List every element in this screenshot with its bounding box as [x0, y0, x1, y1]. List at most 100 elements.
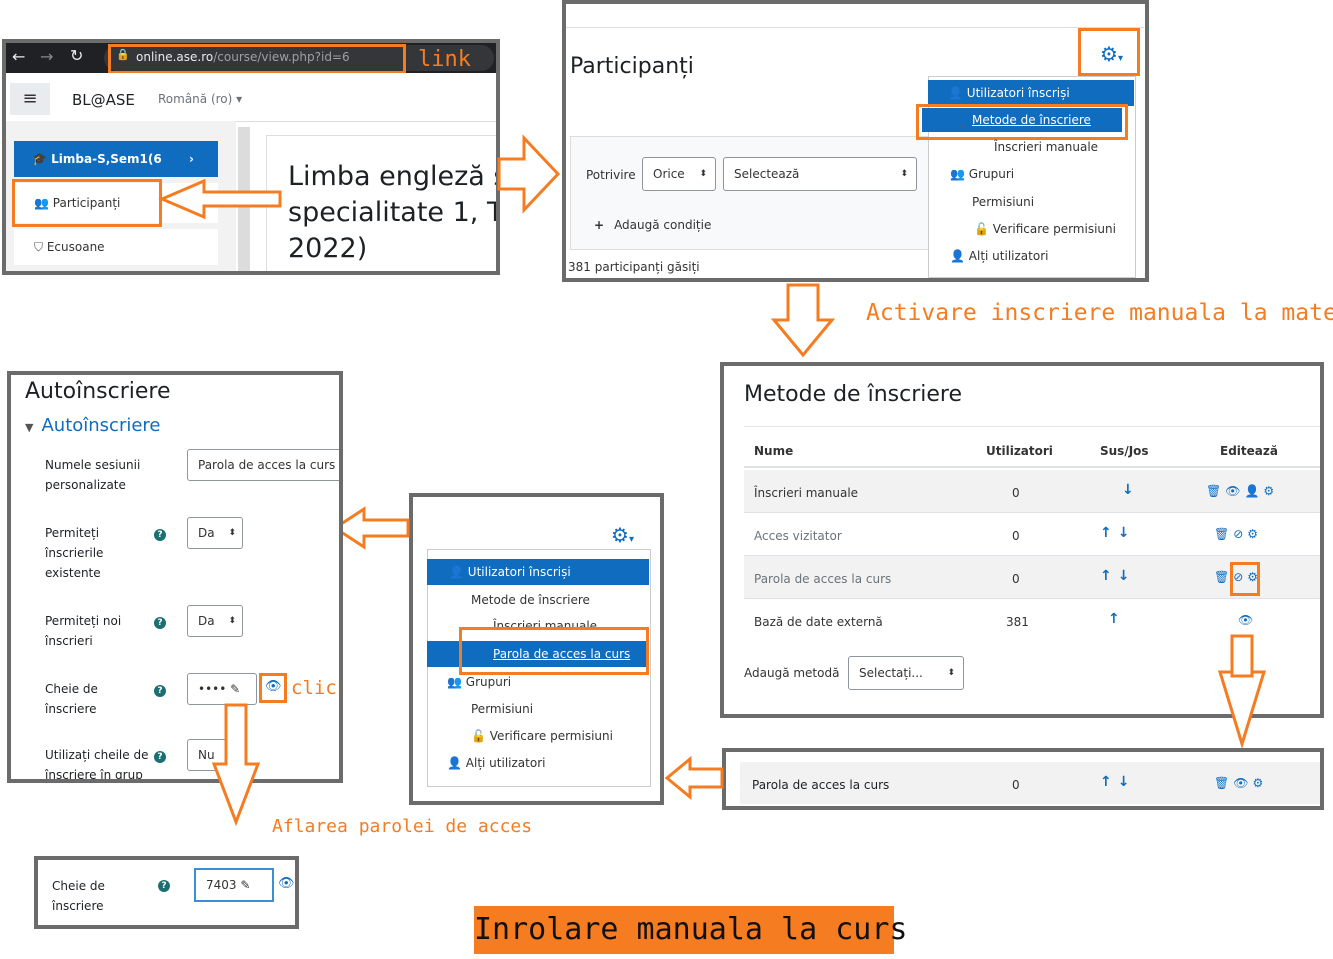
arrow-up-down-icons[interactable]: ↑↓: [1100, 568, 1136, 584]
arrow-up-down-icons[interactable]: ↑↓: [1100, 774, 1136, 790]
hamburger-menu-button[interactable]: ≡: [10, 83, 50, 115]
unlock-icon: 🔓: [974, 222, 989, 236]
participants-count: 381 participanți găsiți: [568, 260, 700, 274]
menu-groups[interactable]: 👥 Grupuri: [950, 167, 1014, 181]
reload-icon[interactable]: ↻: [70, 46, 84, 65]
shield-icon: ⛉: [34, 240, 44, 254]
menu-check-permissions-label: Verificare permisiuni: [489, 729, 613, 743]
url-path: /course/view.php?id=6: [213, 50, 350, 64]
language-menu[interactable]: Română ‎(ro)‎ ▾: [158, 92, 243, 106]
gear-icon[interactable]: ⚙: [1247, 570, 1263, 584]
menu-manual-enrolments[interactable]: Înscrieri manuale: [994, 140, 1099, 154]
menu-groups[interactable]: 👥 Grupuri: [447, 675, 511, 689]
back-icon[interactable]: ←: [12, 47, 26, 66]
select-caret-icon: ⬍: [900, 169, 908, 179]
address-bar[interactable]: [104, 45, 494, 71]
enrolment-key-label: Cheie de înscriere: [45, 682, 98, 716]
match-select[interactable]: Orice⬍: [642, 157, 716, 191]
eye-icon[interactable]: 👁: [1225, 484, 1245, 498]
group-key-value: Nu: [198, 748, 215, 762]
gear-icon[interactable]: ⚙: [1247, 527, 1263, 541]
add-method-select[interactable]: Selectați...⬍: [848, 656, 964, 690]
arrow-to-participants-page: [497, 134, 561, 214]
forward-icon[interactable]: →: [40, 47, 54, 66]
edit-actions[interactable]: 🗑⊘⚙: [1214, 527, 1262, 541]
nav-item-badges[interactable]: ⛉ Ecusoane: [14, 229, 218, 265]
header-updown: Sus/Jos: [1100, 444, 1149, 458]
menu-enrolment-methods[interactable]: Metode de înscriere: [471, 593, 590, 607]
gear-highlight: [1078, 28, 1140, 76]
menu-enrolment-methods[interactable]: Metode de înscriere: [922, 108, 1122, 132]
edit-actions[interactable]: 🗑👁⚙: [1214, 776, 1267, 790]
help-icon[interactable]: ?: [154, 685, 166, 697]
enrolment-key-input[interactable]: •••• ✎: [187, 673, 257, 705]
trash-icon[interactable]: 🗑: [1214, 527, 1234, 541]
filter-select[interactable]: Selectează⬍: [723, 157, 917, 191]
allow-existing-select[interactable]: Da⬍: [187, 517, 243, 549]
menu-check-permissions[interactable]: 🔓 Verificare permisiuni: [974, 222, 1116, 236]
menu-enrolled-users[interactable]: 👤 Utilizatori înscriși: [427, 559, 649, 585]
help-icon[interactable]: ?: [154, 617, 166, 629]
arrow-up-icon[interactable]: ↑: [1108, 611, 1120, 627]
enrolment-methods-highlight: [916, 104, 1128, 140]
eye-icon[interactable]: 👁: [278, 876, 295, 891]
user-plus-icon[interactable]: 👤: [1244, 484, 1264, 498]
menu-enrolled-users-label: Utilizatori înscriși: [966, 86, 1070, 100]
help-icon[interactable]: ?: [158, 880, 170, 892]
gear-menu-button[interactable]: ⚙▾: [1100, 42, 1123, 66]
enrolment-key-value: 7403: [206, 878, 237, 892]
menu-permissions[interactable]: Permisiuni: [471, 702, 534, 716]
trash-icon[interactable]: 🗑: [1214, 570, 1234, 584]
menu-other-users[interactable]: 👤 Alți utilizatori: [447, 756, 545, 770]
course-password-highlight: [459, 627, 649, 675]
pencil-icon[interactable]: ✎: [240, 878, 251, 892]
row-users: 0: [1012, 486, 1020, 500]
trash-icon[interactable]: 🗑: [1214, 776, 1234, 790]
allow-new-select[interactable]: Da⬍: [187, 605, 243, 637]
arrow-down-icon[interactable]: ↓: [1122, 482, 1134, 498]
trash-icon[interactable]: 🗑: [1206, 484, 1226, 498]
menu-permissions[interactable]: Permisiuni: [972, 195, 1035, 209]
menu-enrolled-users[interactable]: 👤 Utilizatori înscriși: [928, 80, 1134, 106]
reveal-eye-icon[interactable]: 👁: [265, 679, 282, 694]
add-condition-button[interactable]: +Adaugă condiție: [594, 218, 711, 232]
gear-icon[interactable]: ⚙: [1263, 484, 1279, 498]
site-name[interactable]: BL@ASE: [72, 91, 135, 109]
menu-course-password[interactable]: Parola de acces la curs: [427, 641, 649, 667]
custom-name-input[interactable]: Parola de acces la curs: [187, 449, 339, 481]
pencil-icon[interactable]: ✎: [230, 682, 241, 696]
arrow-to-enabled-row: [1217, 634, 1267, 748]
gear-icon[interactable]: ⚙: [1252, 776, 1268, 790]
eye-slash-icon[interactable]: ⊘: [1233, 527, 1248, 541]
nav-badges-label: Ecusoane: [46, 240, 105, 254]
user-plus-icon: 👤: [449, 565, 464, 579]
url-text[interactable]: online.ase.ro/course/view.php?id=6: [136, 50, 350, 64]
eye-icon[interactable]: 👁: [1233, 776, 1253, 790]
row-name: Acces vizitator: [754, 529, 842, 543]
menu-check-permissions[interactable]: 🔓 Verificare permisiuni: [471, 729, 613, 743]
url-highlight: [108, 44, 406, 74]
arrow-to-enrolment-methods: [770, 283, 836, 358]
help-icon[interactable]: ?: [154, 751, 166, 763]
edit-actions[interactable]: 🗑👁👤⚙: [1206, 484, 1278, 498]
menu-enrolled-users-label: Utilizatori înscriși: [467, 565, 571, 579]
graduation-cap-icon: 🎓: [32, 152, 47, 166]
row-name: Înscrieri manuale: [754, 486, 859, 500]
eye-icon[interactable]: 👁: [1238, 613, 1254, 627]
gear-menu-button[interactable]: ⚙▾: [611, 523, 634, 547]
help-icon[interactable]: ?: [154, 529, 166, 541]
course-nav-item[interactable]: 🎓 Limba-S,Sem1(6 ›: [14, 141, 218, 177]
menu-other-users[interactable]: 👤 Alți utilizatori: [950, 249, 1048, 263]
section-toggle[interactable]: ▼Autoînscriere: [25, 415, 161, 436]
enrolment-methods-panel: Metode de înscriere Nume Utilizatori Sus…: [720, 362, 1324, 718]
eye-slash-icon[interactable]: ⊘: [1233, 570, 1248, 584]
menu-groups-label: Grupuri: [968, 167, 1015, 181]
table-row: [744, 470, 1320, 513]
enrolment-key-input[interactable]: 7403 ✎: [194, 868, 274, 902]
select-caret-icon: ⬍: [228, 528, 236, 538]
arrow-up-down-icons[interactable]: ↑↓: [1100, 525, 1136, 541]
password-caption: Aflarea parolei de acces: [272, 816, 533, 837]
add-method-value: Selectați...: [859, 666, 923, 680]
main-title-text: Inrolare manuala la curs: [474, 912, 908, 947]
edit-actions[interactable]: 🗑⊘⚙: [1214, 570, 1262, 584]
